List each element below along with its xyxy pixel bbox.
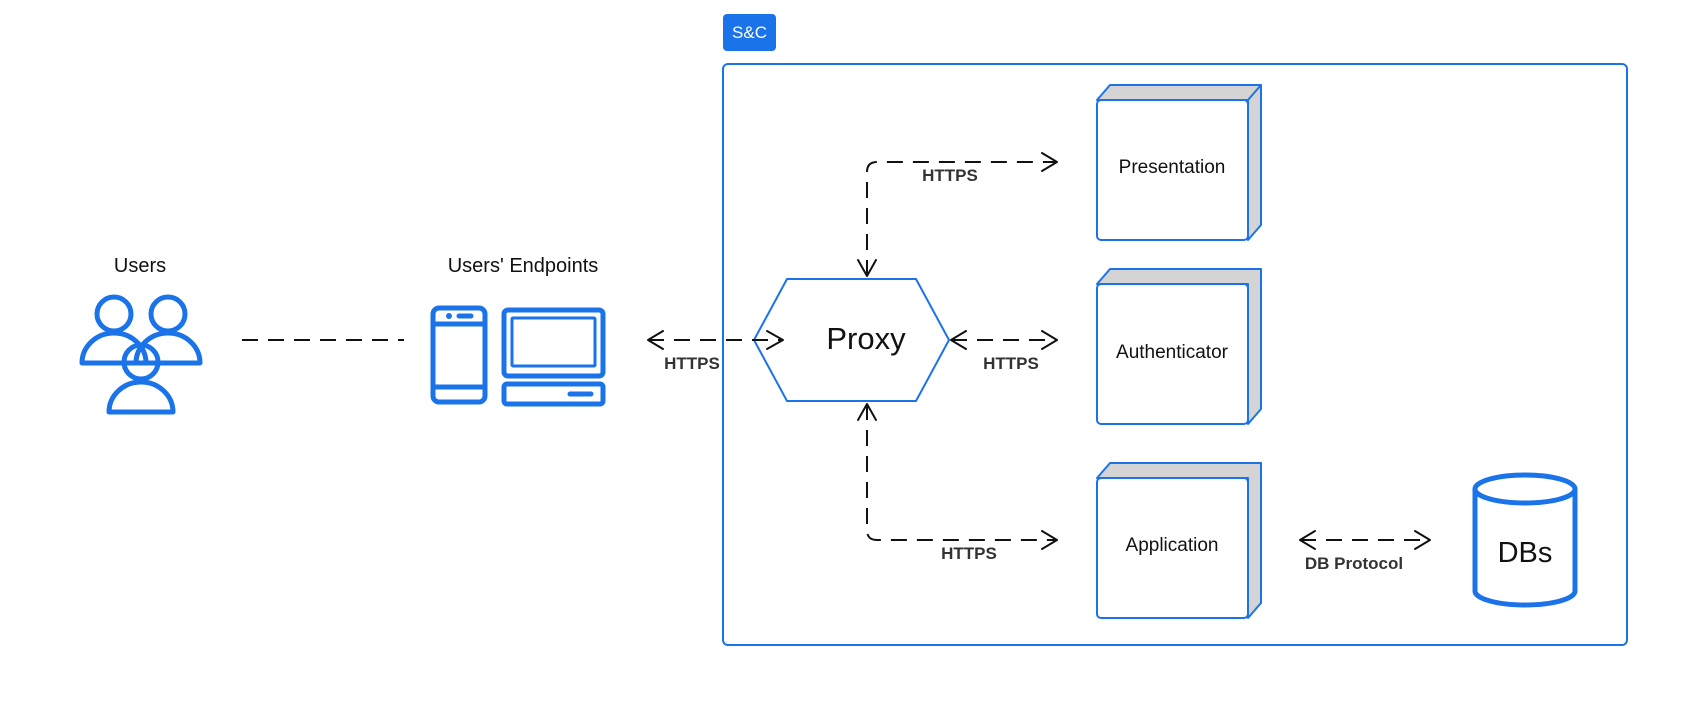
edge-label-proxy-application: HTTPS (941, 544, 997, 563)
dbs-label: DBs (1498, 537, 1553, 569)
edge-proxy-presentation: HTTPS (857, 152, 1058, 277)
edge-proxy-authenticator: HTTPS (950, 330, 1058, 373)
edge-proxy-application: HTTPS (857, 403, 1058, 563)
presentation-label: Presentation (1119, 157, 1226, 178)
application-label: Application (1126, 535, 1219, 556)
node-authenticator: Authenticator (1096, 268, 1262, 425)
group-tag: S&C (723, 14, 776, 51)
edge-label-endpoints-proxy: HTTPS (664, 354, 720, 373)
edge-label-application-dbs: DB Protocol (1305, 554, 1403, 573)
users-group-icon (79, 294, 203, 415)
edge-endpoints-proxy: HTTPS (647, 330, 784, 373)
proxy-label: Proxy (826, 321, 906, 356)
node-application: Application (1096, 462, 1262, 619)
endpoints-label: Users' Endpoints (448, 255, 599, 277)
node-users: Users (79, 255, 203, 415)
node-presentation: Presentation (1096, 84, 1262, 241)
edge-label-proxy-authenticator: HTTPS (983, 354, 1039, 373)
node-dbs: DBs (1472, 472, 1578, 608)
phone-and-desktop-icon (430, 305, 606, 407)
edge-label-proxy-presentation: HTTPS (922, 166, 978, 185)
group-label: S&C (732, 23, 767, 42)
edge-application-dbs: DB Protocol (1299, 530, 1431, 573)
authenticator-label: Authenticator (1116, 342, 1229, 363)
group-sc: S&C (722, 14, 1628, 646)
users-label: Users (114, 255, 166, 277)
node-endpoints: Users' Endpoints (430, 255, 606, 407)
database-cylinder-icon (1472, 472, 1578, 608)
